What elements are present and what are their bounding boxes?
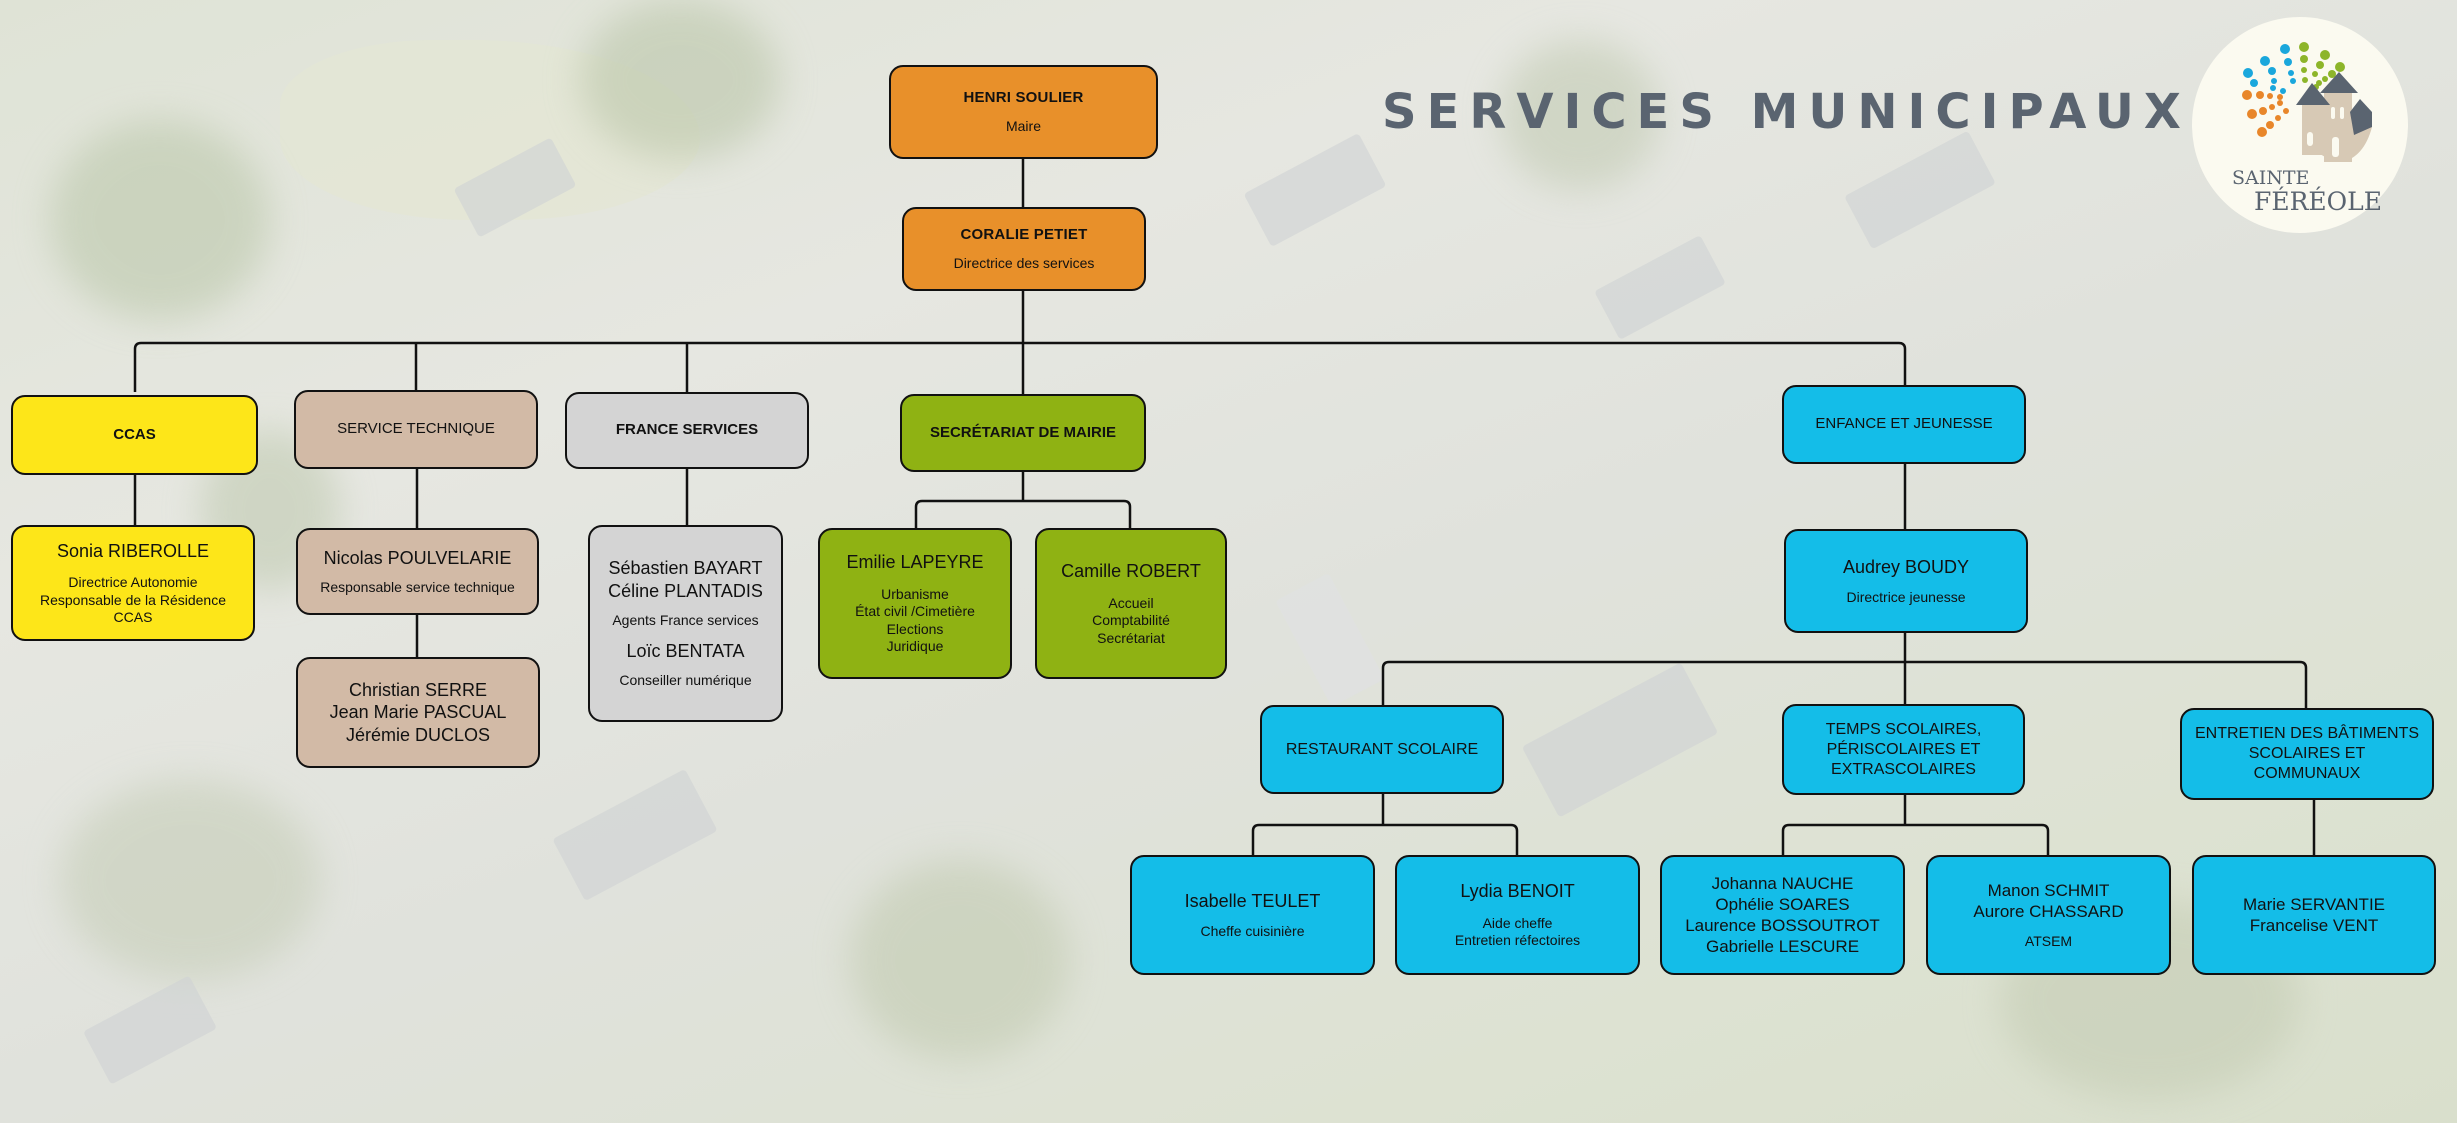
staff-role: Cheffe cuisinière (1200, 922, 1305, 939)
staff-name: Audrey BOUDY (1842, 557, 1970, 577)
staff-name: Isabelle TEULET (1184, 891, 1321, 911)
staff-name: Jérémie DUCLOS (345, 724, 491, 745)
connector-temps-bus (1781, 823, 2050, 855)
staff-role: CCAS (113, 609, 153, 625)
unit-temps-scolaires: TEMPS SCOLAIRES, PÉRISCOLAIRES ET EXTRAS… (1782, 704, 2025, 795)
maire-box: HENRI SOULIER Maire (889, 65, 1158, 159)
staff-name: Christian SERRE (348, 679, 488, 700)
temps-staff-box: Manon SCHMIT Aurore CHASSARD ATSEM (1926, 855, 2171, 975)
staff-role: Conseiller numérique (619, 672, 752, 689)
staff-name: Céline PLANTADIS (608, 580, 763, 601)
service-enfance-label: ENFANCE ET JEUNESSE (1815, 415, 1993, 433)
secretariat-staff-box: Camille ROBERT Accueil Comptabilité Secr… (1035, 528, 1227, 679)
dgs-role: Directrice des services (953, 254, 1095, 271)
staff-role: Directrice jeunesse (1846, 588, 1966, 605)
unit-entretien-label: SCOLAIRES ET (2248, 745, 2366, 762)
staff-name: Francelise VENT (2249, 916, 2379, 935)
staff-name: Camille ROBERT (1061, 561, 1201, 581)
connector-restaurant-bus (1251, 823, 1519, 855)
staff-name: Lydia BENOIT (1460, 881, 1575, 902)
unit-entretien-label: ENTRETIEN DES BÂTIMENTS (2194, 725, 2420, 742)
staff-role: Comptabilité (1092, 612, 1170, 628)
service-ccas: CCAS (11, 395, 258, 475)
service-technique-label: SERVICE TECHNIQUE (337, 420, 495, 438)
logo-castle-icon (2242, 42, 2372, 162)
france-services-staff-box: Sébastien BAYART Céline PLANTADIS Agents… (588, 525, 783, 722)
staff-role: État civil /Cimetière (855, 603, 975, 620)
staff-name: Nicolas POULVELARIE (323, 547, 512, 568)
staff-name: Laurence BOSSOUTROT (1685, 916, 1880, 935)
temps-staff-box: Johanna NAUCHE Ophélie SOARES Laurence B… (1660, 855, 1905, 975)
staff-role: Agents France services (612, 612, 759, 629)
dgs-name: CORALIE PETIET (960, 225, 1088, 243)
staff-role: Juridique (886, 638, 944, 655)
unit-restaurant-scolaire: RESTAURANT SCOLAIRE (1260, 705, 1504, 794)
unit-entretien-batiments: ENTRETIEN DES BÂTIMENTS SCOLAIRES ET COM… (2180, 708, 2434, 800)
maire-role: Maire (1005, 117, 1041, 134)
unit-entretien-label: COMMUNAUX (2253, 765, 2361, 782)
entretien-staff-box: Marie SERVANTIE Francelise VENT (2192, 855, 2436, 975)
unit-temps-label: PÉRISCOLAIRES ET (1826, 740, 1981, 758)
restaurant-staff-box: Isabelle TEULET Cheffe cuisinière (1130, 855, 1375, 975)
ccas-staff-box: Sonia RIBEROLLE Directrice Autonomie Res… (11, 525, 255, 641)
service-enfance: ENFANCE ET JEUNESSE (1782, 385, 2026, 464)
staff-role: Directrice Autonomie (68, 574, 198, 590)
unit-temps-label: EXTRASCOLAIRES (1831, 760, 1976, 778)
staff-name: Sonia RIBEROLLE (56, 540, 210, 561)
enfance-head-box: Audrey BOUDY Directrice jeunesse (1784, 529, 2028, 633)
staff-role: Elections (886, 620, 944, 637)
staff-role: Aide cheffe (1482, 914, 1553, 931)
connector-enfance-bus (1381, 660, 2308, 708)
service-secretariat: SECRÉTARIAT DE MAIRIE (900, 394, 1146, 472)
staff-name: Sébastien BAYART (608, 558, 763, 579)
staff-name: Johanna NAUCHE (1711, 873, 1854, 893)
unit-temps-label: TEMPS SCOLAIRES, (1825, 720, 1982, 738)
staff-role: Entretien réfectoires (1454, 932, 1581, 949)
service-ccas-label: CCAS (113, 425, 156, 443)
staff-role: Responsable de la Résidence (39, 591, 226, 608)
unit-restaurant-label: RESTAURANT SCOLAIRE (1285, 740, 1479, 758)
service-secretariat-label: SECRÉTARIAT DE MAIRIE (929, 423, 1117, 441)
staff-name: Gabrielle LESCURE (1705, 937, 1860, 957)
technique-head-box: Nicolas POULVELARIE Responsable service … (296, 528, 539, 615)
staff-name: Aurore CHASSARD (1973, 902, 2124, 922)
dgs-box: CORALIE PETIET Directrice des services (902, 207, 1146, 291)
logo-sainte-fereole: SAINTE FÉRÉOLE (2192, 17, 2408, 233)
page-title: SERVICES MUNICIPAUX (1382, 84, 2191, 140)
staff-role: Secrétariat (1097, 629, 1165, 646)
connector-sec-bus (914, 499, 1132, 528)
staff-name: Ophélie SOARES (1715, 894, 1850, 914)
restaurant-staff-box: Lydia BENOIT Aide cheffe Entretien réfec… (1395, 855, 1640, 975)
technique-agents-box: Christian SERRE Jean Marie PASCUAL Jérém… (296, 657, 540, 768)
staff-role: ATSEM (2024, 932, 2073, 949)
service-france-services-label: FRANCE SERVICES (615, 421, 759, 439)
secretariat-staff-box: Emilie LAPEYRE Urbanisme État civil /Cim… (818, 528, 1012, 679)
staff-name: Marie SERVANTIE (2242, 894, 2386, 914)
connector-main-bus (133, 341, 1907, 392)
staff-name: Jean Marie PASCUAL (329, 702, 507, 723)
staff-role: Responsable service technique (320, 579, 515, 595)
logo-text-line2: FÉRÉOLE (2254, 187, 2383, 216)
staff-role: Urbanisme (881, 585, 949, 602)
staff-name: Loïc BENTATA (626, 640, 745, 661)
service-france-services: FRANCE SERVICES (565, 392, 809, 469)
logo-text-line1: SAINTE (2232, 167, 2310, 189)
staff-name: Emilie LAPEYRE (846, 552, 984, 573)
staff-role: Accueil (1108, 594, 1154, 611)
service-technique: SERVICE TECHNIQUE (294, 390, 538, 469)
maire-name: HENRI SOULIER (963, 88, 1084, 106)
staff-name: Manon SCHMIT (1987, 881, 2110, 900)
